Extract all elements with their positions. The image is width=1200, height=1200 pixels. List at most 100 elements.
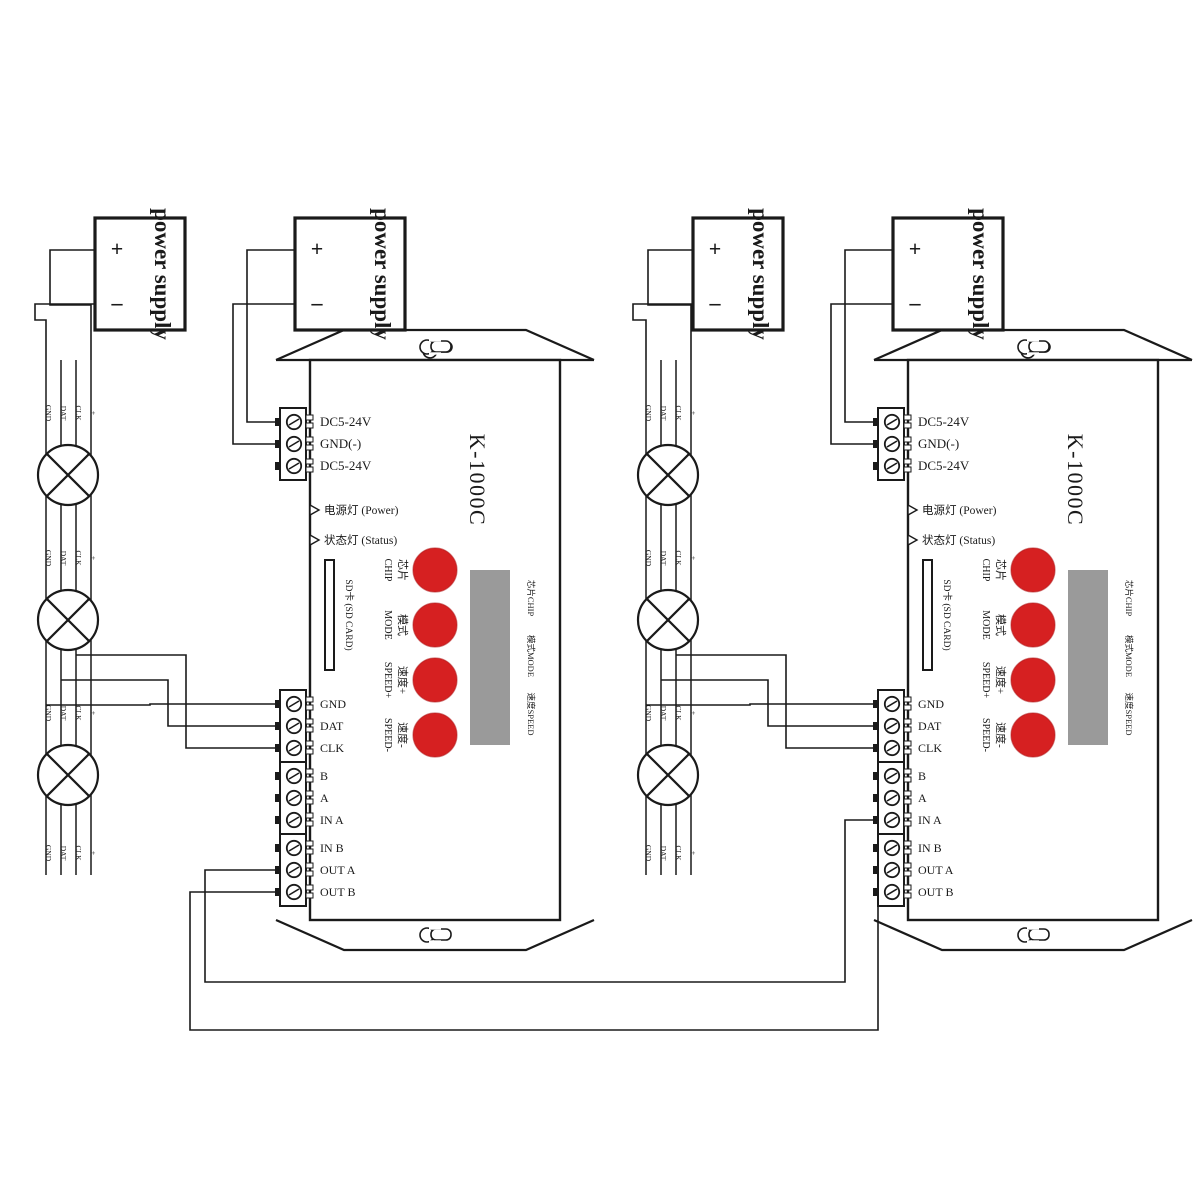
push-button-rim: [1010, 547, 1056, 593]
led-wire-label: CLK: [674, 706, 683, 722]
push-button-label-cn: 速度-: [994, 722, 1008, 748]
wire-cascade-out-b-to-in-b: [189, 847, 879, 1031]
power-supply-3: +–power supply: [691, 208, 785, 340]
terminal-finger: [903, 726, 912, 733]
terminal-pin-label: OUT A: [320, 863, 356, 877]
wire-ps3-minus-to-strip: [632, 303, 693, 360]
indicator-led: [907, 533, 919, 547]
push-button-label-en: SPEED-: [382, 718, 393, 752]
terminal-finger: [903, 696, 912, 703]
controller-bottom-flange: [275, 918, 595, 952]
led-wire-label: DAT: [59, 406, 68, 421]
terminal-screw-slot: [886, 462, 898, 470]
led-pixel: [636, 743, 700, 807]
controller-keyhole-slot-body: [430, 928, 452, 941]
power-supply-plus-terminal: +: [311, 236, 324, 261]
terminal-pin-label: GND: [320, 697, 346, 711]
terminal-wire-tab: [275, 440, 281, 448]
push-button[interactable]: [413, 603, 457, 647]
terminal-finger: [305, 790, 314, 797]
terminal-pin-label: OUT B: [320, 885, 355, 899]
power-supply-label: power supply: [150, 208, 175, 340]
push-button[interactable]: [413, 548, 457, 592]
led-pixel-cross: [646, 753, 690, 797]
terminal-finger: [903, 466, 912, 473]
led-pixel-cross: [46, 753, 90, 797]
terminal-pin-label: GND: [918, 697, 944, 711]
push-button[interactable]: [1011, 548, 1055, 592]
wire-strip-left-to-dat: [61, 679, 275, 727]
controller-model-label: K-1000C: [1063, 434, 1088, 526]
lcd-side-label: 速度SPEED: [526, 693, 536, 736]
terminal-screw-slot: [886, 888, 898, 896]
terminal-screw-slot: [288, 700, 300, 708]
terminal-finger: [305, 820, 314, 827]
terminal-screw-slot: [886, 700, 898, 708]
led-wire-label: +: [689, 556, 698, 560]
power-supply-1: +–power supply: [93, 208, 187, 340]
push-button[interactable]: [1011, 713, 1055, 757]
push-button-rim: [1010, 657, 1056, 703]
lcd-side-label: 模式MODE: [526, 635, 536, 677]
terminal-finger: [305, 840, 314, 847]
indicator-label: 状态灯 (Status): [324, 533, 397, 547]
terminal-finger: [903, 748, 912, 755]
push-button[interactable]: [413, 713, 457, 757]
power-supply-label: power supply: [968, 208, 993, 340]
power-supply-body: [93, 216, 187, 332]
terminal-wire-tab: [873, 722, 879, 730]
terminal-finger: [903, 740, 912, 747]
push-button[interactable]: [1011, 603, 1055, 647]
lcd-side-label: 速度SPEED: [1124, 693, 1134, 736]
indicator-led: [309, 533, 321, 547]
terminal-wire-tab: [275, 866, 281, 874]
sd-card-slot[interactable]: [922, 559, 933, 671]
push-button-rim: [1010, 712, 1056, 758]
push-button-label-cn: 芯片: [994, 559, 1008, 581]
indicator-led: [907, 503, 919, 517]
push-button-label-cn: 速度+: [994, 666, 1008, 694]
led-wire-label: CLK: [674, 551, 683, 567]
push-button-label-en: SPEED+: [980, 662, 991, 699]
push-button-rim: [412, 547, 458, 593]
push-button[interactable]: [413, 658, 457, 702]
lcd-side-label: 芯片CHIP: [526, 580, 536, 617]
terminal-finger: [305, 768, 314, 775]
terminal-screw-slot: [288, 744, 300, 752]
sd-card-slot[interactable]: [324, 559, 335, 671]
terminal-wire-tab: [873, 418, 879, 426]
led-wire-label: GND: [44, 405, 53, 422]
terminal-screw-slot: [886, 794, 898, 802]
terminal-wire-tab: [275, 844, 281, 852]
terminal-finger: [903, 840, 912, 847]
terminal-finger: [305, 436, 314, 443]
terminal-screw-slot: [886, 844, 898, 852]
terminal-finger: [305, 776, 314, 783]
power-supply-minus-terminal: –: [909, 290, 922, 315]
terminal-screw-slot: [288, 440, 300, 448]
controller-top-flange: [275, 328, 595, 362]
terminal-wire-tab: [873, 888, 879, 896]
terminal-finger: [305, 748, 314, 755]
push-button-rim: [1010, 602, 1056, 648]
terminal-pin-label: IN B: [918, 841, 942, 855]
terminal-pin-label: IN A: [320, 813, 344, 827]
led-pixel: [36, 443, 100, 507]
terminal-screw-slot: [288, 844, 300, 852]
led-wire-label: DAT: [659, 551, 668, 566]
led-pixel: [36, 743, 100, 807]
terminal-finger: [903, 768, 912, 775]
terminal-pin-label: CLK: [918, 741, 942, 755]
wire-ps2-plus-to-dc5-24v: [246, 249, 295, 423]
push-button[interactable]: [1011, 658, 1055, 702]
indicator-led: [309, 503, 321, 517]
wire-ps1-minus-to-strip: [34, 303, 95, 360]
terminal-finger: [305, 718, 314, 725]
terminal-wire-tab: [275, 794, 281, 802]
